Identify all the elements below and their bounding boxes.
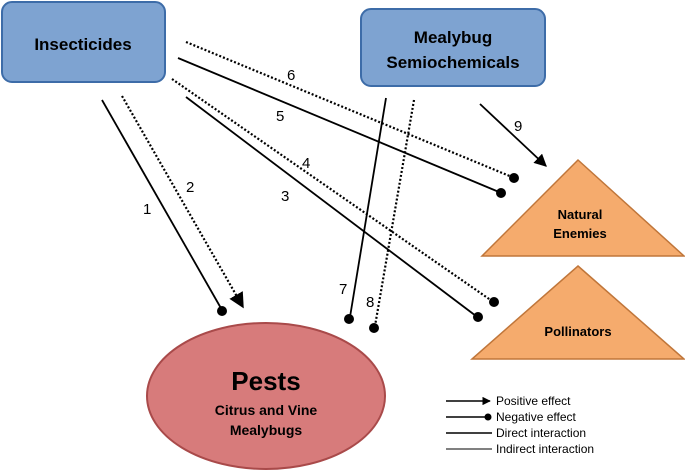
natural-enemies-label-line1: Natural [558,207,603,222]
legend-positive-effect: Positive effect [446,394,571,408]
interaction-6-label: 6 [287,67,295,84]
interaction-6-dot [509,173,519,183]
interaction-5-dot [496,188,506,198]
interaction-3: 3 [185,96,483,322]
interaction-7-dot [344,314,354,324]
legend-negative-dot [484,413,492,421]
semiochemicals-node: Mealybug Semiochemicals [360,8,546,87]
interaction-7-label: 7 [339,281,347,298]
interaction-3-label: 3 [281,188,289,205]
pests-ellipse [146,322,386,470]
interaction-3-line [185,96,477,317]
interaction-5-line [177,57,500,193]
semiochemicals-box [360,8,546,87]
legend-indirect-interaction: Indirect interaction [446,442,594,456]
insecticides-label: Insecticides [34,35,131,54]
semiochemicals-label-line2: Semiochemicals [386,53,519,72]
natural-enemies-triangle [480,158,685,257]
legend-direct-label: Direct interaction [496,426,586,440]
interaction-2-line [121,95,244,309]
interaction-1: 1 [101,99,227,316]
legend-negative-effect: Negative effect [446,410,576,424]
legend: Positive effect Negative effect Direct i… [446,394,594,456]
interaction-4-label: 4 [302,155,310,172]
pests-label-line1: Citrus and Vine [215,402,318,418]
interaction-7: 7 [339,97,387,324]
interaction-1-line [101,99,223,311]
insecticides-node: Insecticides [1,1,166,83]
interaction-8-label: 8 [366,294,374,311]
interaction-1-dot [217,306,227,316]
interaction-8: 8 [366,99,416,333]
interaction-4-line [171,78,493,302]
pollinators-label: Pollinators [544,324,611,339]
interaction-4: 4 [171,78,499,307]
interaction-8-dot [369,323,379,333]
legend-indirect-label: Indirect interaction [496,442,594,456]
interaction-2-label: 2 [186,179,194,196]
interaction-1-label: 1 [143,201,151,218]
insecticides-box [1,1,166,83]
pests-title: Pests [231,366,300,396]
interaction-9-label: 9 [514,118,522,135]
interaction-2: 2 [121,95,244,309]
legend-positive-label: Positive effect [496,394,571,408]
interaction-7-line [349,97,387,318]
pests-label-line2: Mealybugs [230,422,303,438]
interaction-9: 9 [479,103,547,167]
interaction-6-line [185,40,513,179]
legend-direct-interaction: Direct interaction [446,426,586,440]
semiochemicals-label-line1: Mealybug [414,28,492,47]
natural-enemies-label-line2: Enemies [553,226,606,241]
interaction-6: 6 [185,40,519,183]
natural-enemies-node: Natural Enemies [480,158,685,257]
pollinators-triangle [470,265,685,360]
interaction-9-line [479,103,547,167]
pollinators-node: Pollinators [470,265,685,360]
interaction-5-label: 5 [276,108,284,125]
pests-node: Pests Citrus and Vine Mealybugs [146,322,386,470]
interaction-5: 5 [177,57,506,198]
interaction-4-dot [489,297,499,307]
legend-negative-label: Negative effect [496,410,576,424]
interaction-3-dot [473,312,483,322]
